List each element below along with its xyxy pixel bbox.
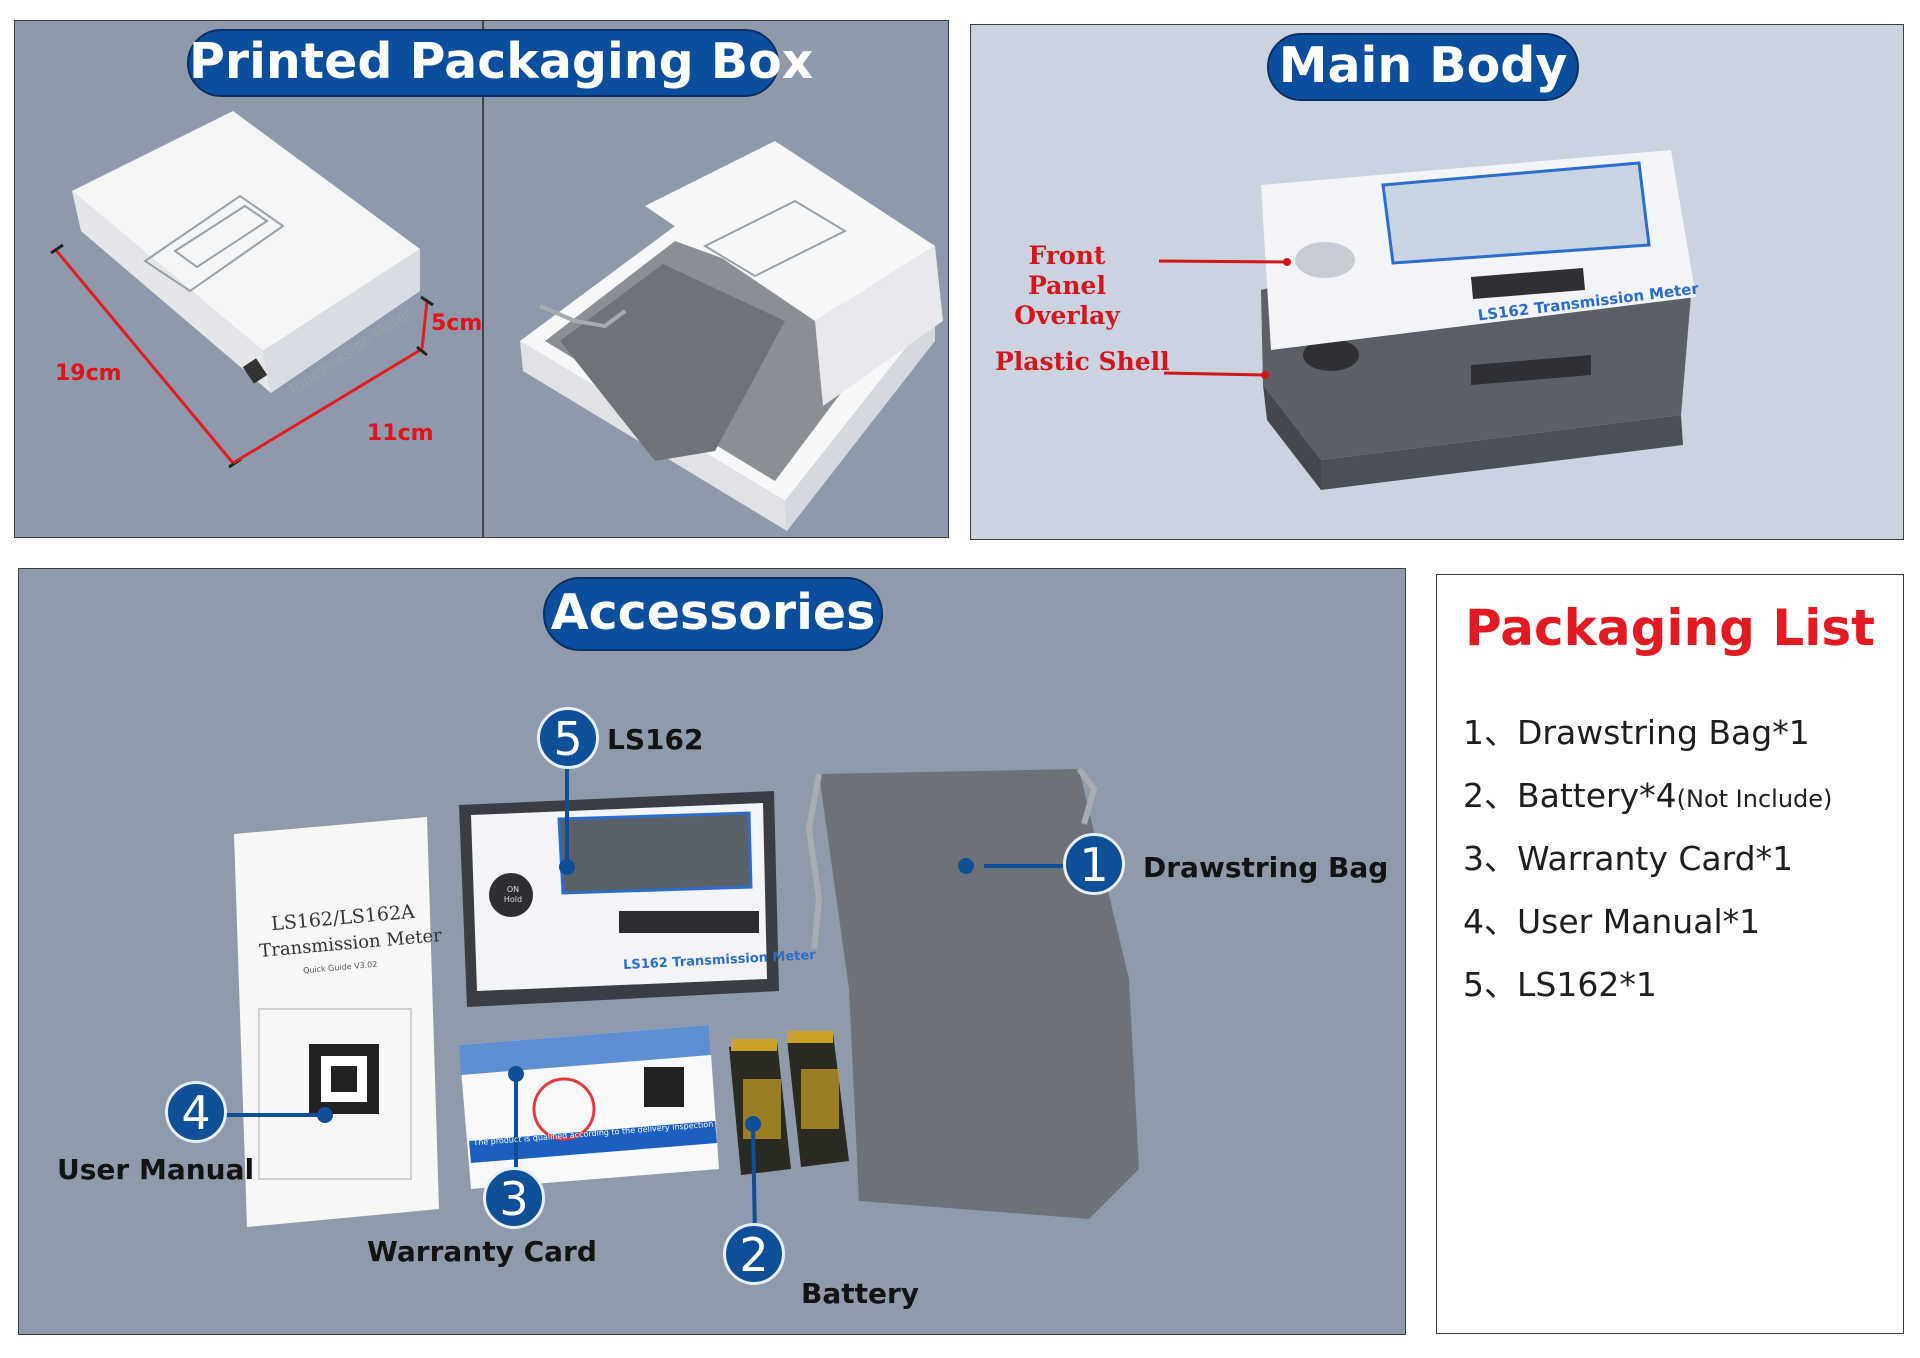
- dimension-width-label: 11cm: [367, 421, 434, 446]
- accessories-title: Accessories: [543, 577, 883, 651]
- list-item-note: (Not Include): [1676, 785, 1833, 813]
- badge-user-manual: 4: [165, 1081, 227, 1143]
- label-user-manual: User Manual: [57, 1153, 255, 1186]
- label-battery: Battery: [801, 1277, 920, 1310]
- dimension-height-label: 5cm: [431, 311, 483, 336]
- accessories-panel: Accessories 1 Drawstring Bag 2 Battery 3…: [18, 568, 1406, 1335]
- list-item: 3、Warranty Card*1: [1463, 829, 1893, 892]
- list-item-text: 2、Battery*4: [1463, 776, 1677, 815]
- packaging-list-title: Packaging List: [1464, 599, 1876, 657]
- list-item-text: 4、User Manual*1: [1463, 902, 1761, 941]
- packaging-list-panel: Packaging List 1、Drawstring Bag*1 2、Batt…: [1436, 574, 1904, 1334]
- badge-warranty-card: 3: [483, 1167, 545, 1229]
- device-button-text: ON Hold: [503, 885, 523, 904]
- bag-leader-dot: [958, 858, 974, 874]
- label-ls162: LS162: [607, 723, 704, 756]
- list-item-text: 1、Drawstring Bag*1: [1463, 713, 1810, 752]
- list-item: 5、LS162*1: [1463, 955, 1893, 1018]
- list-item-text: 3、Warranty Card*1: [1463, 839, 1794, 878]
- packaging-box-title: Printed Packaging Box: [187, 29, 813, 97]
- dimension-length-label: 19cm: [55, 361, 122, 386]
- front-panel-overlay-label: Front Panel Overlay: [1014, 241, 1120, 330]
- device-leader-dot: [559, 859, 575, 875]
- list-item-text: 5、LS162*1: [1463, 965, 1657, 1004]
- label-warranty-card: Warranty Card: [367, 1235, 597, 1268]
- badge-drawstring-bag: 1: [1063, 833, 1125, 895]
- list-item: 4、User Manual*1: [1463, 892, 1893, 955]
- badge-ls162: 5: [537, 707, 599, 769]
- label-drawstring-bag: Drawstring Bag: [1143, 851, 1389, 884]
- main-body-panel: Main Body Front Panel Overlay Plastic Sh…: [970, 24, 1904, 540]
- packaging-list-items: 1、Drawstring Bag*1 2、Battery*4(Not Inclu…: [1463, 703, 1893, 1018]
- main-body-photo: [1158, 150, 1696, 490]
- packaging-box-photo: [50, 21, 943, 537]
- main-body-title: Main Body: [1267, 33, 1579, 101]
- accessories-photo: [217, 741, 1139, 1238]
- battery-leader-dot: [745, 1116, 761, 1132]
- list-item: 1、Drawstring Bag*1: [1463, 703, 1893, 766]
- warranty-leader-dot: [508, 1066, 524, 1082]
- manual-leader-dot: [317, 1107, 333, 1123]
- plastic-shell-label: Plastic Shell: [995, 347, 1170, 376]
- list-item: 2、Battery*4(Not Include): [1463, 766, 1893, 829]
- packaging-box-panel: Printed Packaging Box 19cm 11cm 5cm Tran…: [14, 20, 949, 538]
- badge-battery: 2: [723, 1223, 785, 1285]
